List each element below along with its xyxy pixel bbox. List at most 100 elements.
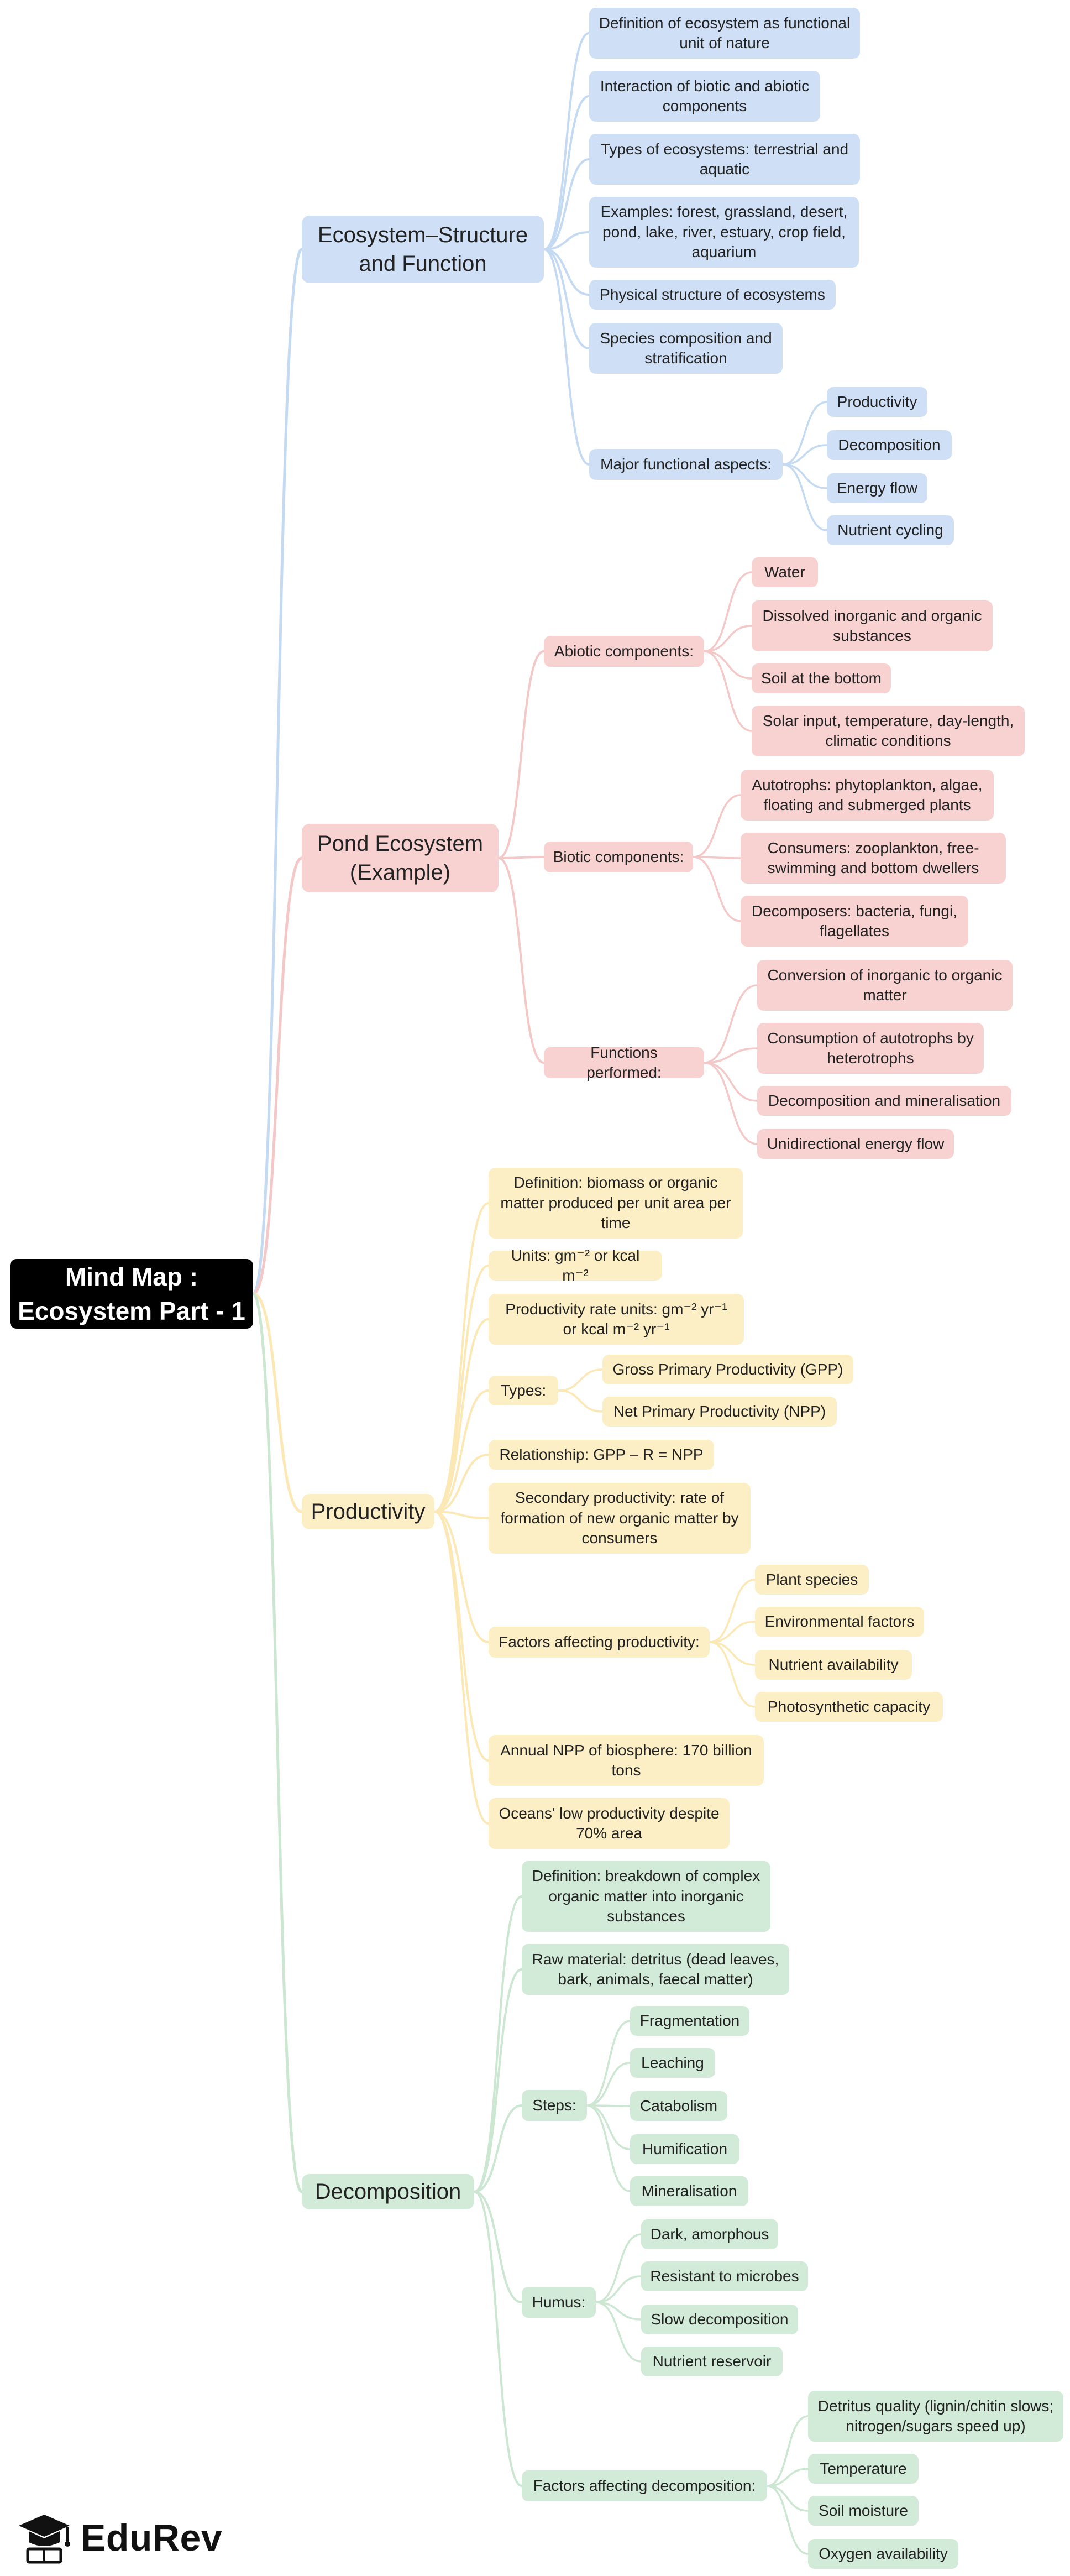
decomposition-factor-item: Soil moisture	[808, 2496, 919, 2526]
connector-item-leaf	[709, 1641, 756, 1666]
functional-aspect-item: Energy flow	[827, 473, 927, 503]
connector-branch-item	[433, 1202, 490, 1513]
connector-branch-item	[473, 2104, 523, 2193]
connector-item-leaf	[709, 1579, 756, 1643]
connector-item-leaf	[781, 463, 828, 531]
branch-ecosystem: Ecosystem–Structure and Function	[302, 216, 544, 283]
connector-branch-item	[543, 95, 590, 250]
biotic-item: Consumers: zooplankton, free-swimming an…	[741, 833, 1006, 884]
connector-branch-item	[433, 1511, 490, 1643]
productivity-factor-item: Plant species	[755, 1565, 869, 1595]
abiotic-item: Water	[752, 557, 818, 587]
productivity-factor-item: Environmental factors	[755, 1607, 924, 1637]
connector-item-leaf	[586, 2020, 631, 2107]
branch-productivity: Productivity	[302, 1494, 434, 1529]
connector-item-leaf	[703, 650, 753, 732]
connector-item-leaf	[766, 2468, 809, 2487]
connector-branch-item	[473, 1968, 523, 2193]
function-item: Consumption of autotrophs by heterotroph…	[757, 1023, 984, 1074]
connector-branch-item	[543, 231, 590, 250]
function-item: Unidirectional energy flow	[757, 1129, 954, 1159]
ecosystem-item: Definition of ecosystem as functional un…	[589, 8, 860, 59]
connector-branch-item	[473, 2191, 523, 2487]
decomposition-step-item: Humification	[630, 2134, 739, 2164]
biotic-item: Autotrophs: phytoplankton, algae, floati…	[741, 770, 994, 821]
productivity-types: Types:	[489, 1376, 558, 1405]
productivity-item: Units: gm⁻² or kcal m⁻²	[489, 1247, 662, 1284]
pond-functions-performed: Functions performed:	[544, 1044, 704, 1081]
abiotic-item: Soil at the bottom	[752, 663, 891, 693]
connector-branch-item	[497, 857, 545, 1064]
functional-aspect-item: Nutrient cycling	[827, 515, 954, 545]
function-item: Conversion of inorganic to organic matte…	[757, 960, 1013, 1011]
connector-item-leaf	[703, 1062, 758, 1102]
connector-branch-item	[543, 32, 590, 250]
decomposition-step-item: Leaching	[630, 2048, 715, 2078]
connector-branch-item	[543, 248, 590, 466]
ecosystem-item: Interaction of biotic and abiotic compon…	[589, 71, 820, 122]
branch-decomposition: Decomposition	[302, 2174, 474, 2209]
connector-item-leaf	[781, 463, 828, 489]
edurev-logo: EduRev	[17, 2507, 222, 2568]
productivity-item: Definition: biomass or organic matter pr…	[489, 1168, 743, 1239]
connector-root-branch	[251, 856, 303, 1295]
connector-branch-item	[433, 1265, 490, 1513]
biotic-item: Decomposers: bacteria, fungi, flagellate…	[741, 896, 968, 947]
ecosystem-item: Examples: forest, grassland, desert, pon…	[589, 197, 859, 268]
connector-item-leaf	[766, 2415, 809, 2487]
connector-root-branch	[251, 248, 303, 1295]
connector-item-leaf	[595, 2275, 642, 2303]
connector-item-leaf	[766, 2485, 809, 2512]
productivity-type-item: Net Primary Productivity (NPP)	[602, 1397, 837, 1427]
branch-pond-ecosystem: Pond Ecosystem (Example)	[302, 824, 499, 892]
connector-branch-item	[433, 1389, 490, 1513]
productivity-type-item: Gross Primary Productivity (GPP)	[602, 1355, 853, 1384]
connector-root-branch	[251, 1292, 303, 2193]
ecosystem-functional-aspects: Major functional aspects:	[589, 449, 783, 480]
decomposition-steps: Steps:	[522, 2090, 587, 2121]
connector-item-leaf	[781, 444, 828, 466]
productivity-item: Relationship: GPP – R = NPP	[489, 1440, 714, 1470]
graduation-cap-icon	[19, 2515, 70, 2564]
connector-item-leaf	[703, 1062, 758, 1145]
productivity-item: Secondary productivity: rate of formatio…	[489, 1483, 751, 1554]
connector-branch-item	[473, 1895, 523, 2193]
connector-item-leaf	[709, 1641, 756, 1708]
humus-item: Dark, amorphous	[641, 2219, 778, 2249]
connector-item-leaf	[595, 2233, 642, 2303]
abiotic-item: Dissolved inorganic and organic substanc…	[752, 600, 993, 651]
connector-item-leaf	[692, 856, 742, 859]
connector-item-leaf	[586, 2104, 631, 2150]
productivity-item: Productivity rate units: gm⁻² yr⁻¹ or kc…	[489, 1294, 744, 1345]
productivity-factors: Factors affecting productivity:	[489, 1627, 710, 1658]
productivity-item: Annual NPP of biosphere: 170 billion ton…	[489, 1735, 764, 1786]
decomposition-step-item: Mineralisation	[630, 2176, 748, 2206]
ecosystem-item: Physical structure of ecosystems	[589, 280, 836, 310]
connector-branch-item	[433, 1511, 490, 1762]
productivity-factor-item: Nutrient availability	[755, 1650, 912, 1680]
decomposition-step-item: Fragmentation	[630, 2006, 749, 2036]
decomposition-item: Raw material: detritus (dead leaves, bar…	[522, 1944, 789, 1995]
connector-branch-item	[543, 248, 590, 349]
connector-item-leaf	[703, 625, 753, 652]
pond-biotic-components: Biotic components:	[544, 842, 693, 872]
functional-aspect-item: Decomposition	[827, 430, 952, 460]
decomposition-item: Definition: breakdown of complex organic…	[522, 1861, 770, 1932]
connector-item-leaf	[586, 2104, 631, 2192]
connector-item-leaf	[766, 2485, 809, 2555]
connector-item-leaf	[557, 1368, 604, 1392]
connector-branch-item	[497, 650, 545, 859]
decomposition-factor-item: Oxygen availability	[808, 2539, 958, 2569]
connector-item-leaf	[586, 2104, 631, 2107]
connector-branch-item	[473, 2191, 523, 2303]
functional-aspect-item: Productivity	[827, 387, 927, 417]
root-node: Mind Map : Ecosystem Part - 1	[10, 1259, 253, 1329]
connector-root-branch	[251, 1292, 303, 1513]
connector-item-leaf	[692, 794, 742, 858]
logo-text: EduRev	[81, 2517, 223, 2559]
connector-branch-item	[433, 1454, 490, 1513]
connector-branch-item	[543, 158, 590, 250]
connector-item-leaf	[703, 1047, 758, 1064]
